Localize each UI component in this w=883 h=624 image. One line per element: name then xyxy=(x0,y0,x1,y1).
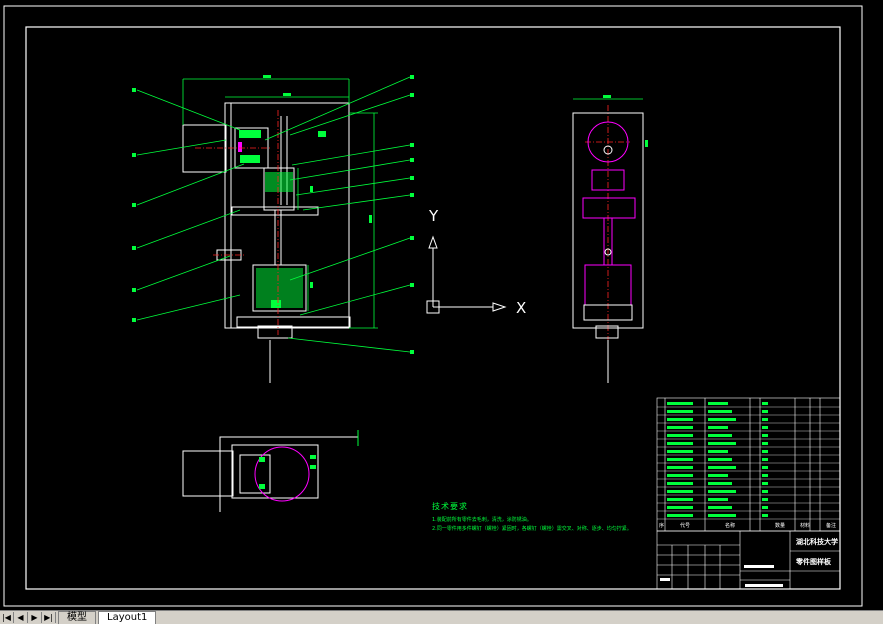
technical-requirements-title: 技术要求 xyxy=(432,502,468,511)
bom-header-qty: 数量 xyxy=(775,523,786,529)
tab-layout1[interactable]: Layout1 xyxy=(98,611,157,624)
bom-cell xyxy=(667,450,693,453)
ucs-y-label: Y xyxy=(429,207,439,225)
bom-cell xyxy=(667,498,693,501)
bom-cell xyxy=(762,514,768,517)
bom-cell xyxy=(667,482,693,485)
next-tab-button[interactable]: ▶ xyxy=(28,612,42,623)
bom-cell xyxy=(667,426,693,429)
bom-cell xyxy=(667,490,693,493)
bom-cell xyxy=(667,474,693,477)
front-view-highlights xyxy=(238,130,326,308)
bom-cell xyxy=(708,458,732,461)
last-tab-button[interactable]: ▶| xyxy=(42,612,56,623)
paper-border xyxy=(3,5,863,607)
bom-header-name: 名称 xyxy=(725,523,736,529)
bom-header-code: 代号 xyxy=(680,523,691,529)
bom-cell xyxy=(708,490,736,493)
drawing-frame xyxy=(25,26,841,590)
bom-cell xyxy=(762,466,768,469)
bom-header-index: 序 xyxy=(659,523,665,529)
bom-cell xyxy=(762,506,768,509)
bom-cell xyxy=(708,450,728,453)
bom-cell xyxy=(708,418,736,421)
parts-list-rows xyxy=(657,402,840,520)
parts-list xyxy=(656,397,841,532)
top-view-highlights xyxy=(259,455,316,489)
bom-cell xyxy=(762,474,768,477)
bom-cell xyxy=(708,410,732,413)
bom-cell xyxy=(762,442,768,445)
dimensions xyxy=(182,78,644,329)
bom-cell xyxy=(667,410,693,413)
bom-cell xyxy=(667,442,693,445)
bom-cell xyxy=(762,402,768,405)
first-tab-button[interactable]: |◀ xyxy=(0,612,14,623)
bom-cell xyxy=(762,450,768,453)
title-block-fills xyxy=(660,565,783,587)
leader-lines xyxy=(136,76,411,353)
title-block-drawing-name: 零件图样板 xyxy=(796,558,831,566)
side-view xyxy=(572,112,644,383)
bom-cell xyxy=(708,498,728,501)
bom-cell xyxy=(762,434,768,437)
bom-cell xyxy=(667,514,693,517)
centerlines xyxy=(195,105,630,340)
bom-cell xyxy=(762,482,768,485)
cad-drawing-canvas[interactable] xyxy=(0,0,883,610)
leader-numbers xyxy=(132,75,414,354)
bom-header-material: 材料 xyxy=(800,523,811,529)
technical-requirement-2: 2.同一零件用多件螺钉（螺栓）紧固时，各螺钉（螺栓）需交叉、对称、逐步、均匀拧紧… xyxy=(432,526,632,532)
title-block xyxy=(656,530,841,590)
bom-cell xyxy=(667,466,693,469)
bom-header-remark: 备注 xyxy=(826,523,837,529)
bom-cell xyxy=(667,506,693,509)
bom-cell xyxy=(708,434,732,437)
bom-cell xyxy=(708,506,732,509)
bom-cell xyxy=(708,482,732,485)
tab-model[interactable]: 模型 xyxy=(58,611,96,624)
bom-cell xyxy=(762,426,768,429)
bom-cell xyxy=(667,458,693,461)
bom-cell xyxy=(762,490,768,493)
layout-tab-bar: |◀ ◀ ▶ ▶| 模型 Layout1 xyxy=(0,610,883,624)
bom-cell xyxy=(708,442,736,445)
technical-requirement-1: 1.装配前所有零件去毛刺，清洗，涂防锈油。 xyxy=(432,517,532,523)
front-view xyxy=(182,102,351,383)
bom-cell xyxy=(762,498,768,501)
ucs-icon xyxy=(426,235,507,314)
bom-cell xyxy=(762,410,768,413)
bom-cell xyxy=(667,402,693,405)
bom-cell xyxy=(667,434,693,437)
top-view xyxy=(182,430,359,512)
ucs-x-label: X xyxy=(516,299,527,317)
bom-cell xyxy=(762,418,768,421)
bom-cell xyxy=(708,402,728,405)
bom-cell xyxy=(708,474,728,477)
dimension-values xyxy=(263,75,648,288)
bom-cell xyxy=(708,426,728,429)
bom-cell xyxy=(762,458,768,461)
bom-cell xyxy=(708,466,736,469)
prev-tab-button[interactable]: ◀ xyxy=(14,612,28,623)
bom-cell xyxy=(667,418,693,421)
bom-cell xyxy=(708,514,736,517)
title-block-school: 湖北科技大学 xyxy=(796,538,838,546)
